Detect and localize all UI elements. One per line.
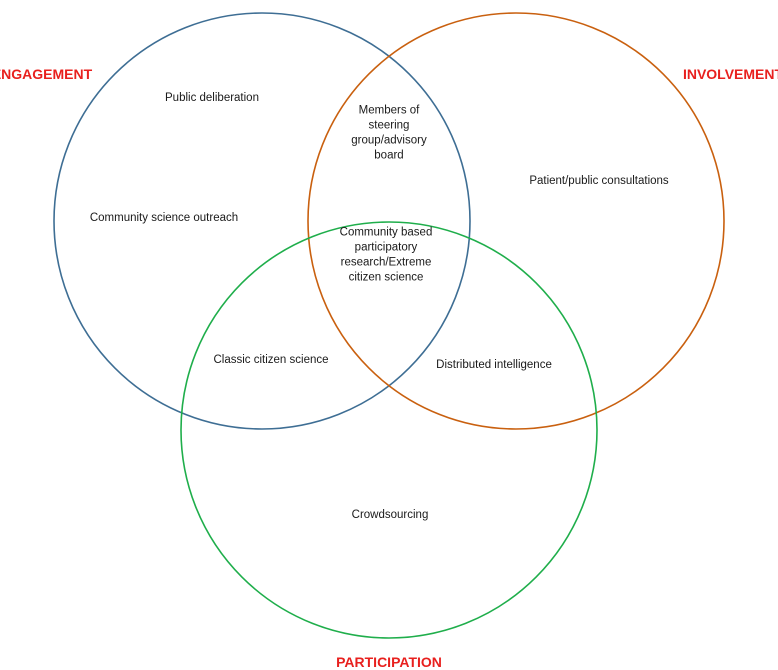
region-label-line: research/Extreme: [341, 257, 432, 269]
region-label-line: Community science outreach: [90, 212, 238, 224]
set-circles: [53, 12, 725, 639]
region-label-line: participatory: [355, 242, 418, 254]
engagement-title: ENGAGEMENT: [0, 66, 93, 82]
involvement-title: INVOLVEMENT: [683, 66, 778, 82]
region-label-line: group/advisory: [351, 135, 427, 147]
region-label-all-three: Community based participatory research/Ext…: [340, 227, 433, 284]
engagement-circle: [53, 12, 471, 430]
region-label-line: Public deliberation: [165, 92, 259, 104]
participation-circle: [180, 221, 598, 639]
region-label-line: citizen science: [349, 272, 424, 284]
participation-title: PARTICIPATION: [336, 654, 442, 670]
region-label-engagement-only-1: Public deliberation: [165, 92, 259, 104]
region-label-engagement-involvement: Members of steering group/advisory board: [351, 105, 427, 162]
region-label-line: Patient/public consultations: [529, 175, 669, 187]
involvement-circle: [307, 12, 725, 430]
region-label-line: board: [374, 150, 403, 162]
region-label-line: Members of: [359, 105, 421, 117]
region-label-participation-only: Crowdsourcing: [352, 509, 429, 521]
region-label-line: Crowdsourcing: [352, 509, 429, 521]
region-label-engagement-participation: Classic citizen science: [213, 354, 328, 366]
region-label-line: Classic citizen science: [213, 354, 328, 366]
region-label-line: Distributed intelligence: [436, 359, 552, 371]
region-label-involvement-only: Patient/public consultations: [529, 175, 669, 187]
region-label-line: Community based: [340, 227, 433, 239]
set-titles: ENGAGEMENT INVOLVEMENT PARTICIPATION: [0, 66, 778, 670]
region-label-involvement-participation: Distributed intelligence: [436, 359, 552, 371]
region-label-engagement-only-2: Community science outreach: [90, 212, 238, 224]
region-label-line: steering: [369, 120, 410, 132]
